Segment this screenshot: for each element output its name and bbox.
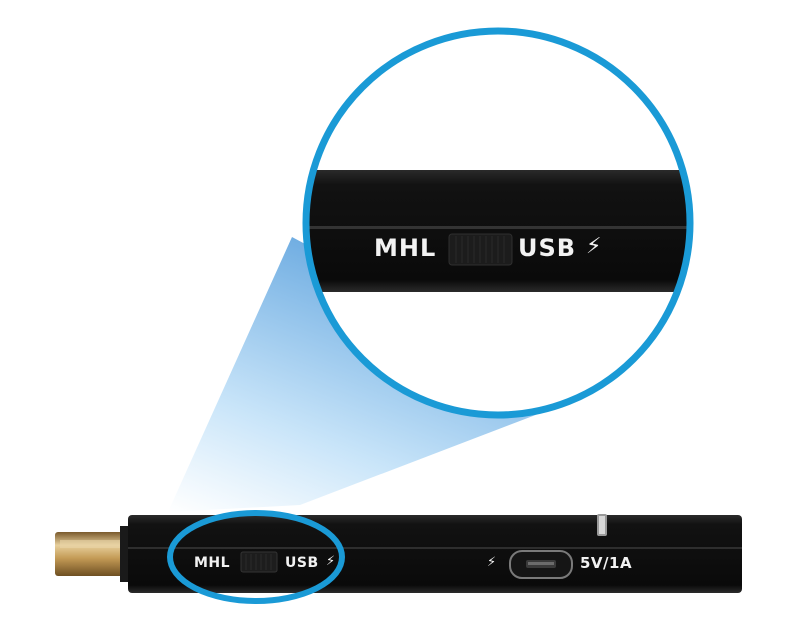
magnified-mhl-label: MHL	[374, 234, 437, 262]
magnified-device-body	[306, 170, 690, 292]
stick-switch	[240, 551, 278, 573]
callout-ring	[167, 510, 345, 604]
power-rating-label: 5V/1A	[580, 554, 633, 572]
stick-mhl-label: MHL	[194, 555, 231, 571]
stick-bolt-icon: ⚡	[326, 554, 336, 569]
stick-usb-label: USB	[285, 555, 319, 571]
magnified-ring	[302, 27, 694, 419]
power-bolt-icon: ⚡	[487, 555, 497, 570]
magnified-usb-label: USB	[518, 234, 577, 262]
magnified-bolt-icon: ⚡	[586, 234, 602, 259]
device-stick	[128, 515, 742, 593]
